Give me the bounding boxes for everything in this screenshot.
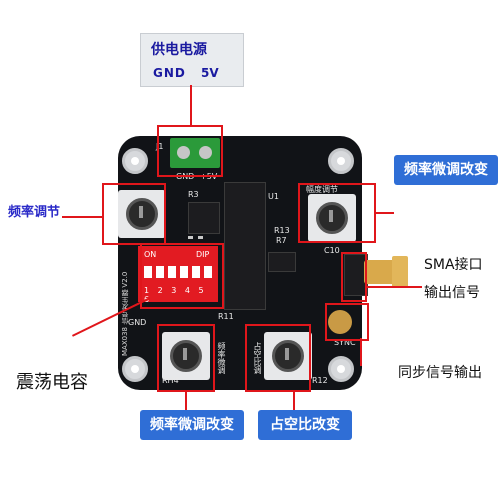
knob-icon[interactable] bbox=[126, 198, 158, 230]
mounting-hole-top-left bbox=[122, 148, 148, 174]
dip-switch[interactable]: ON DIP 1 2 3 4 5 6 bbox=[138, 246, 218, 304]
sma-nut bbox=[392, 256, 408, 288]
highlight-duty bbox=[245, 324, 311, 392]
silk-r13: R13 bbox=[274, 226, 290, 235]
power-terminal-block bbox=[170, 138, 220, 168]
silk-r11: R11 bbox=[218, 312, 234, 321]
dip-toggle[interactable] bbox=[168, 266, 176, 278]
freq-adjust-pot[interactable] bbox=[118, 190, 166, 238]
terminal-screw-icon bbox=[177, 146, 190, 159]
line-sync bbox=[360, 338, 362, 366]
line-freq-adjust bbox=[62, 216, 104, 218]
silk-j1: J1 bbox=[156, 142, 164, 151]
dip-toggle[interactable] bbox=[156, 266, 164, 278]
dip-toggle[interactable] bbox=[144, 266, 152, 278]
highlight-power-terminal bbox=[157, 125, 223, 177]
silk-r7: R7 bbox=[276, 236, 287, 245]
line-sma bbox=[366, 286, 422, 288]
line-duty bbox=[293, 392, 295, 412]
sync-output-pad[interactable] bbox=[328, 310, 352, 334]
silk-rh4: RH4 bbox=[162, 376, 179, 385]
silk-gnd-left: GND bbox=[128, 318, 147, 327]
component-pin bbox=[188, 236, 193, 239]
line-freq-fine-right bbox=[376, 212, 394, 214]
silk-r3: R3 bbox=[188, 190, 199, 199]
silk-sync: SYNC bbox=[334, 338, 356, 347]
board-side-text: MAX038 信号发生器 V2.0 bbox=[121, 271, 129, 356]
highlight-dip-switch bbox=[140, 243, 224, 309]
label-sync-output: 同步信号输出 bbox=[398, 365, 482, 381]
mounting-hole-bottom-left bbox=[122, 356, 148, 382]
small-ic bbox=[268, 252, 296, 272]
power-supply-box: 供电电源 GND 5V bbox=[140, 33, 244, 87]
silk-u1: U1 bbox=[268, 192, 279, 201]
amplitude-pot[interactable] bbox=[308, 194, 356, 242]
small-component bbox=[188, 202, 220, 234]
silk-duty: 占空比调 bbox=[253, 342, 262, 374]
label-sma: SMA接口 bbox=[424, 257, 483, 273]
label-output-signal: 输出信号 bbox=[424, 285, 480, 301]
dip-toggle[interactable] bbox=[204, 266, 212, 278]
mounting-hole-bottom-right bbox=[328, 356, 354, 382]
dip-dip-label: DIP bbox=[196, 250, 210, 259]
power-gnd-label: GND bbox=[153, 66, 186, 80]
highlight-amplitude-pot bbox=[298, 183, 376, 243]
highlight-freq-fine bbox=[157, 324, 215, 392]
freq-fine-pot[interactable] bbox=[162, 332, 210, 380]
highlight-sync bbox=[325, 303, 369, 341]
label-freq-fine-bottom: 频率微调改变 bbox=[140, 410, 244, 440]
highlight-sma bbox=[341, 252, 367, 302]
highlight-freq-adjust bbox=[102, 183, 166, 245]
dip-on-label: ON bbox=[144, 250, 157, 259]
terminal-screw-icon bbox=[199, 146, 212, 159]
label-duty-change: 占空比改变 bbox=[258, 410, 352, 440]
power-connector-line bbox=[190, 85, 192, 125]
knob-icon[interactable] bbox=[316, 202, 348, 234]
label-freq-adjust: 频率调节 bbox=[8, 205, 61, 220]
mounting-hole-top-right bbox=[328, 148, 354, 174]
dip-toggle[interactable] bbox=[192, 266, 200, 278]
dip-toggle[interactable] bbox=[180, 266, 188, 278]
silk-r12: R12 bbox=[312, 376, 328, 385]
label-freq-fine-right: 频率微调改变 bbox=[394, 155, 498, 185]
power-supply-title: 供电电源 bbox=[151, 42, 207, 58]
duty-pot[interactable] bbox=[264, 332, 312, 380]
knob-icon[interactable] bbox=[170, 340, 202, 372]
knob-icon[interactable] bbox=[272, 340, 304, 372]
line-freq-fine-bottom bbox=[185, 392, 187, 412]
silk-c10: C10 bbox=[324, 246, 340, 255]
power-voltage-label: 5V bbox=[201, 66, 219, 80]
silk-amplitude: 幅度调节 bbox=[306, 185, 338, 194]
max038-chip bbox=[224, 182, 266, 310]
silk-freq-fine: 频率微调 bbox=[217, 342, 226, 374]
label-osc-cap: 震荡电容 bbox=[16, 372, 88, 393]
component-pin bbox=[198, 236, 203, 239]
